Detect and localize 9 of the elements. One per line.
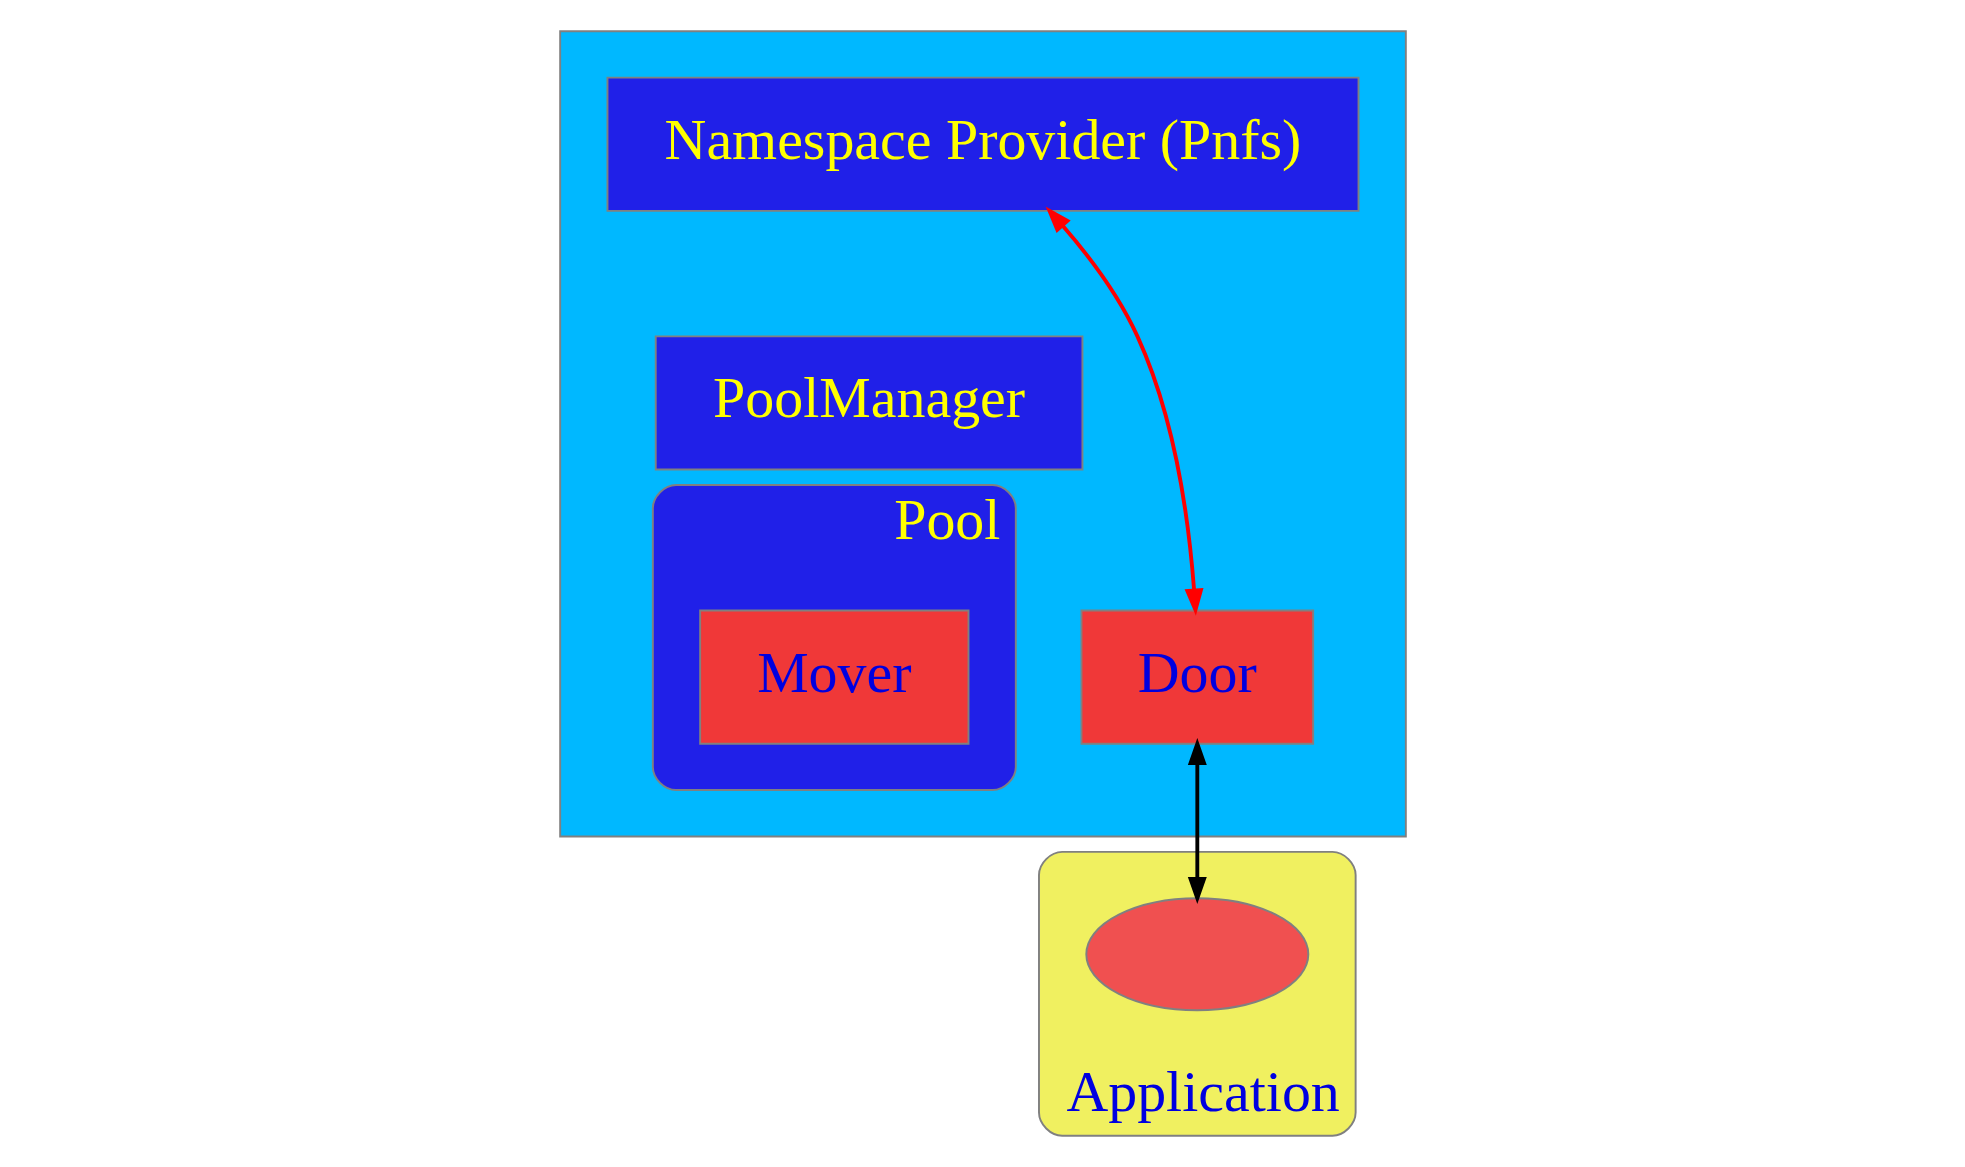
- cluster: [558, 30, 1407, 838]
- arrow: [1045, 206, 1203, 616]
- cluster: Application: [1037, 850, 1357, 1137]
- node-box: Door: [1080, 609, 1314, 745]
- arrow: [1187, 737, 1207, 904]
- node-box: Mover: [698, 609, 969, 745]
- node-box: PoolManager: [654, 335, 1083, 471]
- node-box: Namespace Provider (Pnfs): [606, 76, 1359, 212]
- node-ellipse: [1084, 897, 1309, 1012]
